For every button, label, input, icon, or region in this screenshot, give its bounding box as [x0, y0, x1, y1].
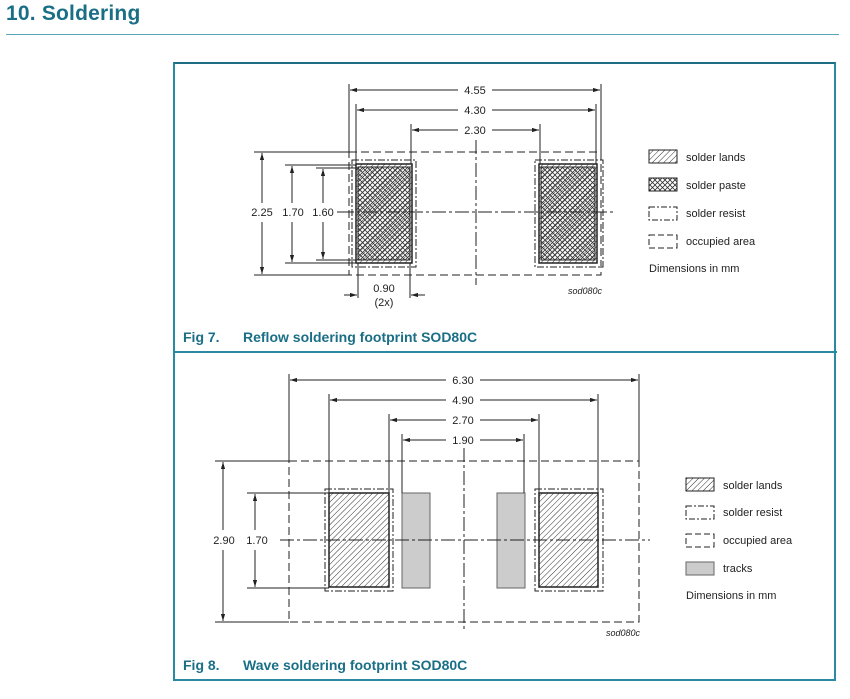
- section-heading: 10. Soldering: [6, 2, 141, 25]
- legend-occupied-area-label: occupied area: [723, 535, 793, 547]
- fig7-right-paste: [540, 166, 596, 261]
- legend-solder-lands-label: solder lands: [686, 152, 746, 164]
- fig7-legend: solder lands solder paste solder resist …: [648, 149, 756, 275]
- legend-solder-paste-swatch: [648, 177, 678, 192]
- fig7-left-resist: [351, 159, 417, 268]
- fig7-number: Fig 7.: [183, 329, 220, 345]
- fig8-number: Fig 8.: [183, 657, 220, 673]
- fig8-label-170: 1.70: [246, 535, 267, 547]
- fig7-labels: 4.55 4.30 2.30 2.25 1.70 1.60 0.90 (2x) …: [248, 83, 602, 309]
- legend-occupied-area-swatch: [685, 533, 715, 548]
- fig8-caption: Fig 8. Wave soldering footprint SOD80C: [183, 657, 467, 673]
- legend-tracks-label: tracks: [723, 563, 753, 575]
- fig8-units-note: Dimensions in mm: [686, 590, 776, 602]
- fig7-title: Reflow soldering footprint SOD80C: [243, 329, 478, 345]
- legend-occupied-area-label: occupied area: [686, 236, 756, 248]
- fig8-label-190: 1.90: [452, 435, 473, 447]
- fig8-drawing: [215, 374, 650, 632]
- fig8-label-490: 4.90: [452, 395, 473, 407]
- fig8-title: Wave soldering footprint SOD80C: [243, 657, 468, 673]
- fig7-label-170: 1.70: [282, 207, 303, 219]
- legend-solder-resist-label: solder resist: [686, 208, 745, 220]
- legend-solder-resist-swatch: [648, 206, 678, 221]
- legend-solder-lands-label: solder lands: [723, 480, 783, 492]
- legend-solder-resist-label: solder resist: [723, 507, 782, 519]
- figure-divider: [173, 351, 837, 353]
- fig7-drawing: [254, 84, 614, 298]
- legend-solder-paste-label: solder paste: [686, 180, 746, 192]
- fig8-label-290: 2.90: [213, 535, 234, 547]
- legend-occupied-area-swatch: [648, 234, 678, 249]
- fig7-units-note: Dimensions in mm: [649, 263, 739, 275]
- heading-rule: [6, 34, 839, 35]
- fig8-legend: solder lands solder resist occupied area…: [685, 477, 793, 602]
- fig7-label-225: 2.25: [251, 207, 272, 219]
- fig8-label-630: 6.30: [452, 375, 473, 387]
- legend-solder-lands-swatch: [685, 477, 715, 492]
- fig7-label-430: 4.30: [464, 105, 485, 117]
- fig7-left-paste: [357, 166, 411, 261]
- legend-tracks-swatch: [685, 561, 715, 576]
- fig7-caption: Fig 7. Reflow soldering footprint SOD80C: [183, 329, 477, 345]
- fig7-right-resist: [534, 159, 604, 268]
- fig7-label-090: 0.90: [373, 283, 394, 295]
- fig7-label-230: 2.30: [464, 125, 485, 137]
- legend-solder-resist-swatch: [685, 505, 715, 520]
- fig7-label-160: 1.60: [312, 207, 333, 219]
- fig8-code: sod080c: [606, 628, 641, 638]
- fig7-label-2x: (2x): [375, 297, 394, 309]
- fig7-code: sod080c: [568, 286, 603, 296]
- figure-frame: [173, 62, 836, 681]
- legend-solder-lands-swatch: [648, 149, 678, 164]
- fig7-label-455: 4.55: [464, 85, 485, 97]
- fig8-label-270: 2.70: [452, 415, 473, 427]
- fig7-occupied-area: [348, 151, 602, 276]
- fig8-labels: 6.30 4.90 2.70 1.90 2.90 1.70 sod080c: [210, 373, 640, 638]
- fig8-left-resist: [324, 488, 394, 592]
